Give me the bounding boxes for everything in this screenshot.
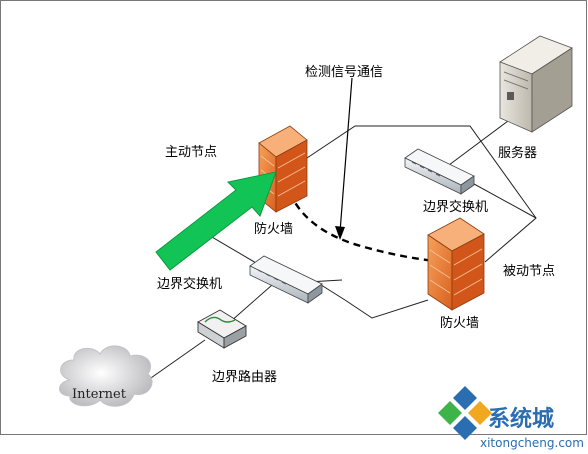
watermark-url: xitongcheng.com — [480, 436, 584, 450]
label-server: 服务器 — [498, 145, 537, 161]
signal-pointer-arrow — [335, 77, 353, 240]
label-passive-node: 被动节点 — [503, 264, 555, 279]
switch-icon-left — [249, 255, 323, 304]
label-border-router: 边界路由器 — [212, 369, 277, 385]
label-active-node: 主动节点 — [165, 145, 217, 160]
label-firewall-top: 防火墙 — [254, 221, 293, 237]
green-arrow-icon — [155, 171, 277, 271]
label-internet: Internet — [72, 387, 127, 402]
label-switch-left: 边界交换机 — [157, 276, 222, 292]
server-icon — [499, 35, 573, 133]
label-switch-right: 边界交换机 — [423, 199, 488, 215]
switch-icon-right — [404, 148, 475, 195]
firewall-icon-bottom — [427, 217, 485, 311]
watermark-logo — [438, 386, 492, 440]
label-signal-communication: 检测信号通信 — [305, 65, 383, 80]
internet-cloud-icon — [59, 345, 153, 407]
diagram-border — [0, 0, 587, 435]
watermark-brand: 系统城 — [488, 406, 554, 432]
signal-dashed-curve — [281, 169, 459, 264]
router-icon — [197, 309, 247, 349]
label-firewall-bottom: 防火墙 — [440, 315, 479, 331]
